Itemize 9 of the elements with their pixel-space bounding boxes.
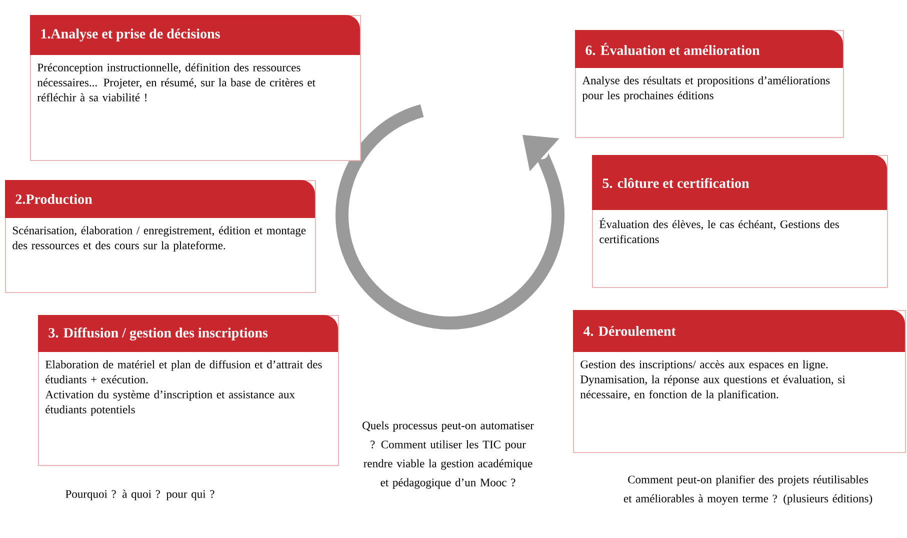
header-bar: 4. Déroulement [573, 310, 905, 352]
header-bar: 1.Analyse et prise de décisions [30, 15, 360, 55]
header-bar: 6. Évaluation et amélioration [575, 30, 844, 68]
header-bar: 5. clôture et certification [592, 155, 888, 210]
question-text: Pourquoi ? à quoi ? pour qui ? [66, 490, 214, 500]
question-text: Quels processus peut-on automatiser ? Comment utiliser les TIC pour rendre viable la gestion académique et pédagogique d’un Mooc ? [362, 421, 534, 489]
question-text: Comment peut-on planifier des projets réutilisables et améliorables à moyen terme ? (plusieurs éditions) [624, 475, 872, 505]
header-bar: 3. Diffusion / gestion des inscriptions [38, 315, 338, 352]
header-bar: 2.Production [5, 180, 315, 218]
